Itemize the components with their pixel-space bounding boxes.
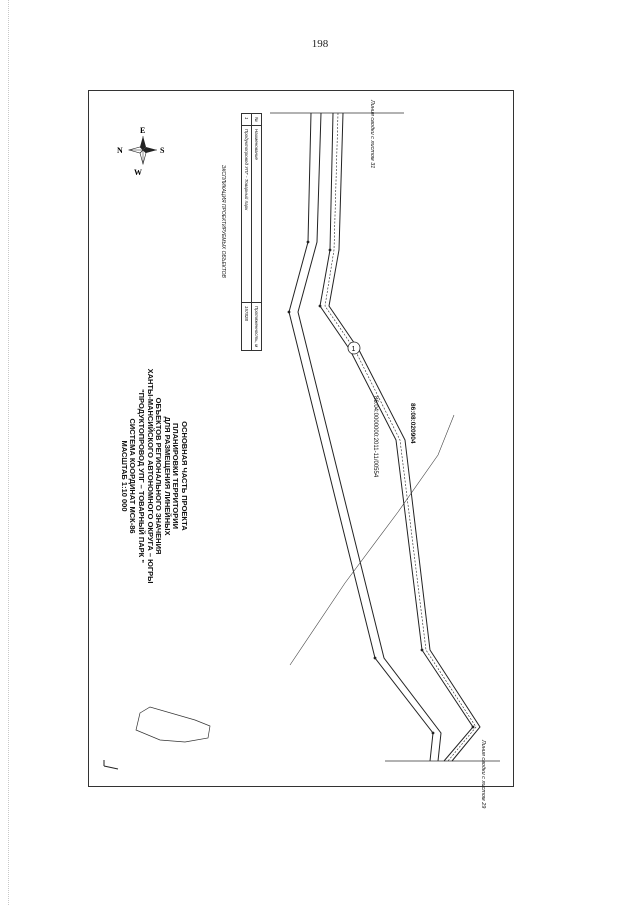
compass-e: E	[140, 126, 145, 135]
legend-header-length: Протяженность, м	[251, 302, 262, 351]
corridor-line-4	[328, 112, 481, 762]
corridor-line-1	[288, 112, 434, 762]
legend-row: 1 Продуктопровод УПГ - Товарный парк 157…	[241, 113, 252, 351]
lake-outline	[135, 706, 211, 743]
title-line: СИСТЕМА КООРДИНАТ МСК-86	[128, 418, 138, 534]
compass-rose-icon: N E W S	[117, 126, 165, 177]
compass-w: W	[134, 168, 142, 177]
legend-table: № Наименование Протяженность, м 1 Продук…	[241, 113, 262, 351]
title-line: "ПРОДУКТОПРОВОД УПГ – ТОВАРНЫЙ ПАРК "	[137, 389, 147, 563]
pipeline-corridor	[288, 112, 481, 762]
corridor-line-3	[319, 112, 474, 762]
map-title-block: ОСНОВНАЯ ЧАСТЬ ПРОЕКТА ПЛАНИРОВКИ ТЕРРИТ…	[119, 316, 189, 636]
title-line: ОБЪЕКТОВ РЕГИОНАЛЬНОГО ЗНАЧЕНИЯ	[154, 397, 164, 555]
pipeline-axis	[324, 112, 477, 762]
legend-header-num: №	[251, 113, 262, 126]
title-line: ОСНОВНАЯ ЧАСТЬ ПРОЕКТА	[180, 421, 189, 531]
page-number: 198	[311, 38, 329, 50]
legend-row-name: Продуктопровод УПГ - Товарный парк	[241, 125, 252, 303]
sheet-link-bottom-label: Линия сводки с листом 29	[480, 740, 486, 809]
title-line: ПЛАНИРОВКИ ТЕРРИТОРИИ	[171, 422, 181, 530]
corner-mark	[103, 765, 119, 770]
sheet-link-top-label: Линия сводки с листом 31	[369, 100, 375, 169]
compass-s: S	[160, 146, 165, 155]
parcel-label-quarter: 86:08:020904	[409, 403, 416, 444]
legend-header-row: № Наименование Протяженность, м	[251, 113, 262, 351]
object-marker-1: 1	[347, 341, 361, 355]
margin-line	[8, 0, 9, 905]
compass-n: N	[117, 146, 123, 155]
boundary-line	[289, 414, 455, 666]
svg-text:1: 1	[352, 346, 356, 353]
parcel-label-cadastral: 86:04:0000000:2011-11/00554	[372, 396, 378, 478]
legend-row-num: 1	[241, 113, 252, 126]
title-line: ДЛЯ РАЗМЕЩЕНИЯ ЛИНЕЙНЫХ	[162, 416, 172, 536]
map-frame	[88, 90, 514, 787]
corridor-vertices	[287, 240, 475, 735]
legend-header-name: Наименование	[251, 125, 262, 303]
legend-row-length: 157828	[241, 302, 252, 351]
title-line: ХАНТЫ-МАНСИЙСКОГО АВТОНОМНОГО ОКРУГА – Ю…	[145, 368, 155, 584]
corridor-line-2	[297, 112, 442, 762]
legend-caption: ЭКСПЛИКАЦИЯ ПРОЕКТИРУЕМЫХ ОБЪЕКТОВ	[220, 165, 226, 278]
title-line: МАСШТАБ 1:10 000	[119, 440, 129, 512]
